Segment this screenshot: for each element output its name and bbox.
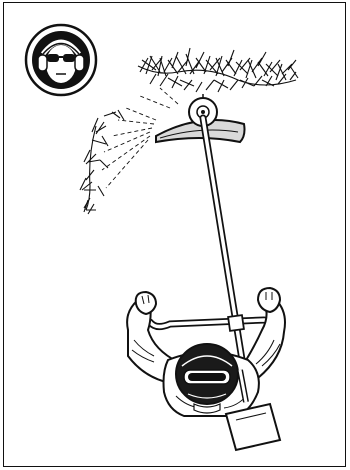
drive-shaft [203, 118, 244, 372]
cut-grass-upper [138, 48, 298, 92]
eye-and-ear-protection-icon [26, 25, 96, 95]
cut-grass-left [80, 110, 124, 214]
handlebar [150, 312, 276, 331]
